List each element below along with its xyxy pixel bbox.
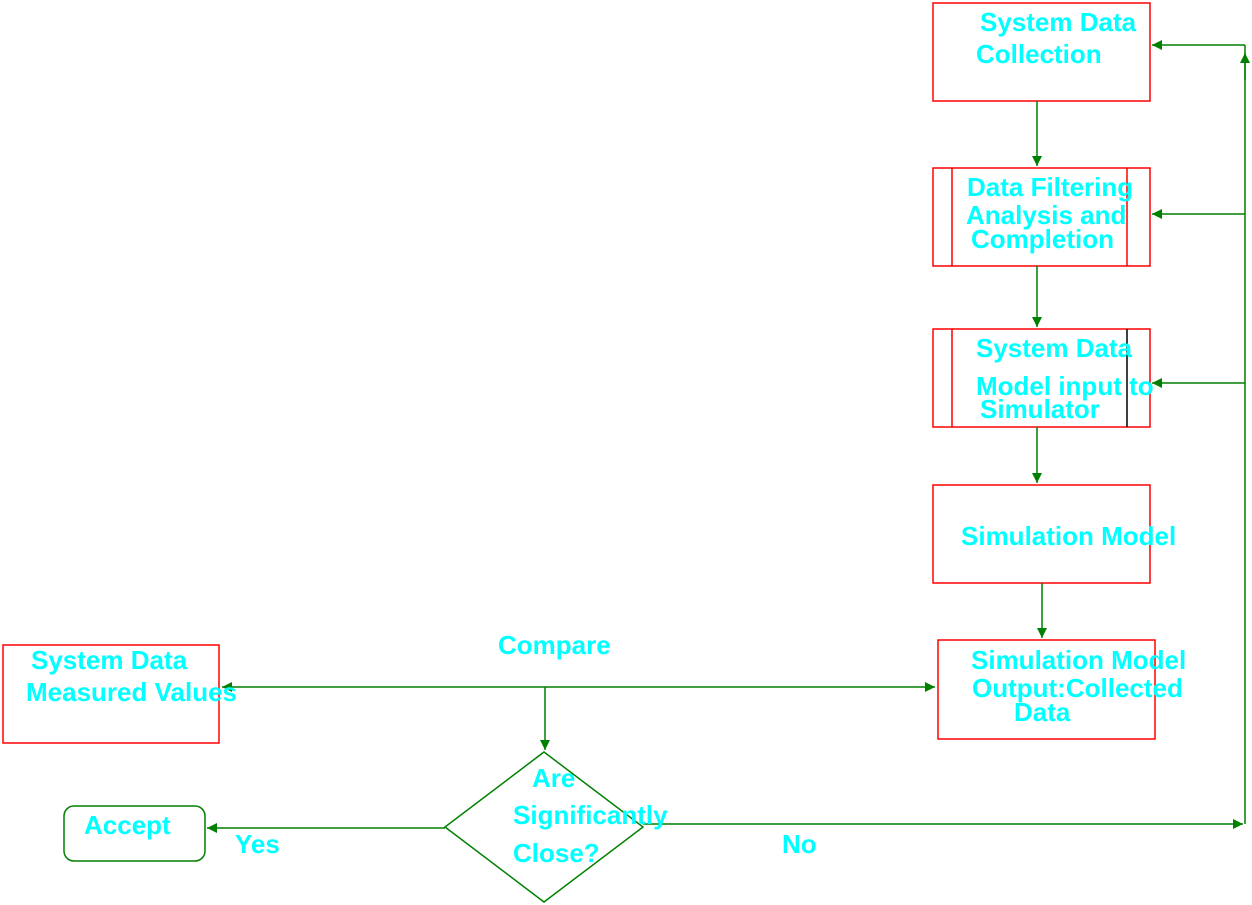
collection-box bbox=[932, 2, 1151, 102]
accept-label: Accept bbox=[84, 810, 171, 840]
measured-label-1: System Data bbox=[31, 645, 188, 675]
model-input-box bbox=[932, 328, 1151, 428]
decision-label-1: Are bbox=[532, 763, 575, 793]
measured-label-2: Measured Values bbox=[26, 677, 237, 707]
filtering-label-2: Analysis and bbox=[966, 200, 1126, 230]
filtering-box bbox=[932, 167, 1151, 267]
model-input-label-1: System Data bbox=[976, 333, 1133, 363]
filtering-label-3: Completion bbox=[971, 224, 1114, 254]
filtering-label-1: Data Filtering bbox=[967, 172, 1133, 202]
simulation-model-label: Simulation Model bbox=[961, 521, 1176, 551]
model-output-label-1: Simulation Model bbox=[971, 645, 1186, 675]
model-input-label-2: Model input to bbox=[976, 371, 1154, 401]
measured-values-box bbox=[2, 644, 220, 744]
collection-label-1: System Data bbox=[980, 7, 1137, 37]
decision-label-3: Close? bbox=[513, 838, 600, 868]
model-output-label-3: Data bbox=[1014, 697, 1071, 727]
model-output-label-2: Output:Collected bbox=[972, 673, 1183, 703]
compare-label: Compare bbox=[498, 630, 611, 660]
decision-label-2: Significantly bbox=[513, 800, 668, 830]
collection-label-2: Collection bbox=[976, 39, 1102, 69]
model-output-box bbox=[937, 639, 1156, 740]
yes-label: Yes bbox=[235, 829, 280, 859]
decision-diamond bbox=[443, 751, 645, 903]
accept-terminal bbox=[63, 805, 206, 862]
no-label: No bbox=[782, 829, 817, 859]
model-input-label-3: Simulator bbox=[980, 394, 1100, 424]
